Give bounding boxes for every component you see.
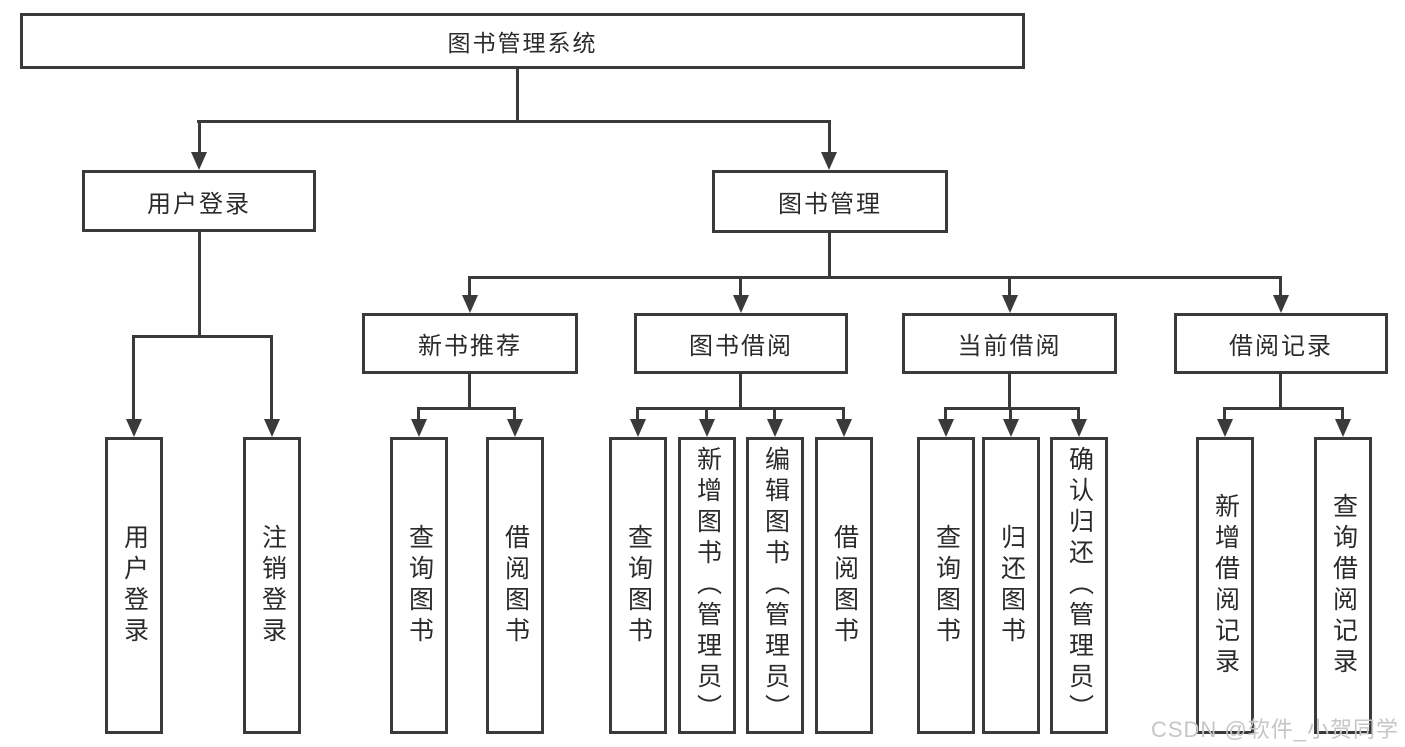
connector-user-login-stem bbox=[198, 232, 201, 335]
connector-current-borrow-stem bbox=[1008, 374, 1011, 407]
connector-level3-rail bbox=[468, 276, 1282, 279]
arrow-down-icon bbox=[1071, 419, 1087, 437]
arrow-down-icon bbox=[767, 419, 783, 437]
leaf-confirm-return-admin: 确认归还（管理员） bbox=[1050, 437, 1108, 734]
connector-drop-leaf bbox=[1008, 276, 1011, 297]
leaf-label: 借阅图书 bbox=[501, 523, 530, 648]
connector-book-borrow-rail bbox=[636, 407, 845, 410]
connector-drop-leaf bbox=[468, 276, 471, 297]
connector-level2-rail bbox=[197, 120, 831, 123]
leaf-label: 用户登录 bbox=[120, 523, 149, 648]
arrow-down-icon bbox=[462, 295, 478, 313]
connector-drop-leaf bbox=[1279, 276, 1282, 297]
node-borrowing-records: 借阅记录 bbox=[1174, 313, 1388, 374]
leaf-label: 新增图书（管理员） bbox=[693, 446, 722, 725]
connector-drop-leaf bbox=[1223, 407, 1226, 421]
connector-book-management-stem bbox=[828, 233, 831, 276]
watermark: CSDN @软件_小贺同学 bbox=[1150, 717, 1399, 742]
leaf-query-books-borrow: 查询图书 bbox=[609, 437, 667, 734]
arrow-down-icon bbox=[1217, 419, 1233, 437]
node-book-management: 图书管理 bbox=[712, 170, 948, 233]
arrow-down-icon bbox=[411, 419, 427, 437]
node-label: 借阅记录 bbox=[1229, 333, 1333, 360]
connector-current-borrow-rail bbox=[944, 407, 1080, 410]
leaf-return-books: 归还图书 bbox=[982, 437, 1040, 734]
node-label: 新书推荐 bbox=[418, 333, 522, 360]
arrow-down-icon bbox=[1002, 295, 1018, 313]
connector-book-borrow-stem bbox=[739, 374, 742, 407]
leaf-label: 确认归还（管理员） bbox=[1065, 446, 1094, 725]
connector-borrow-record-stem bbox=[1279, 374, 1282, 407]
connector-drop-leaf bbox=[636, 407, 639, 421]
connector-user-login-rail bbox=[132, 335, 273, 338]
arrow-down-icon bbox=[1335, 419, 1351, 437]
arrow-down-icon bbox=[821, 152, 837, 170]
arrow-down-icon bbox=[191, 152, 207, 170]
leaf-edit-books-admin: 编辑图书（管理员） bbox=[746, 437, 804, 734]
connector-borrow-record-rail bbox=[1223, 407, 1344, 410]
connector-drop-leaf bbox=[1341, 407, 1344, 421]
connector-drop-leaf bbox=[513, 407, 516, 421]
leaf-label: 查询图书 bbox=[624, 523, 653, 648]
leaf-borrow-books: 借阅图书 bbox=[815, 437, 873, 734]
leaf-borrow-books-recommend: 借阅图书 bbox=[486, 437, 544, 734]
connector-root-stem bbox=[516, 69, 519, 120]
connector-drop-book-management bbox=[828, 120, 831, 154]
leaf-label: 编辑图书（管理员） bbox=[761, 446, 790, 725]
leaf-label: 新增借阅记录 bbox=[1211, 492, 1240, 679]
arrow-down-icon bbox=[699, 419, 715, 437]
node-label: 当前借阅 bbox=[957, 333, 1062, 360]
leaf-label: 查询借阅记录 bbox=[1329, 492, 1358, 679]
leaf-query-borrow-record: 查询借阅记录 bbox=[1314, 437, 1372, 734]
connector-new-book-rail bbox=[417, 407, 516, 410]
connector-drop-leaf bbox=[132, 335, 135, 421]
leaf-label: 查询图书 bbox=[932, 523, 961, 648]
connector-drop-leaf bbox=[944, 407, 947, 421]
arrow-down-icon bbox=[1003, 419, 1019, 437]
leaf-label: 查询图书 bbox=[405, 523, 434, 648]
leaf-user-login: 用户登录 bbox=[105, 437, 163, 734]
node-label: 图书管理系统 bbox=[447, 30, 598, 56]
arrow-down-icon bbox=[938, 419, 954, 437]
connector-new-book-stem bbox=[468, 374, 471, 407]
node-label: 用户登录 bbox=[147, 190, 251, 218]
arrow-down-icon bbox=[733, 295, 749, 313]
node-current-borrowing: 当前借阅 bbox=[902, 313, 1117, 374]
connector-drop-leaf bbox=[417, 407, 420, 421]
connector-drop-leaf bbox=[1009, 407, 1012, 421]
connector-drop-leaf bbox=[773, 407, 776, 421]
arrow-down-icon bbox=[836, 419, 852, 437]
arrow-down-icon bbox=[264, 419, 280, 437]
arrow-down-icon bbox=[507, 419, 523, 437]
node-label: 图书管理 bbox=[778, 191, 882, 218]
arrow-down-icon bbox=[1273, 295, 1289, 313]
connector-drop-leaf bbox=[1077, 407, 1080, 421]
leaf-label: 归还图书 bbox=[997, 523, 1026, 648]
arrow-down-icon bbox=[630, 419, 646, 437]
leaf-add-borrow-record: 新增借阅记录 bbox=[1196, 437, 1254, 734]
connector-drop-leaf bbox=[739, 276, 742, 297]
node-label: 图书借阅 bbox=[689, 333, 793, 360]
arrow-down-icon bbox=[126, 419, 142, 437]
connector-drop-leaf bbox=[270, 335, 273, 421]
leaf-query-books-current: 查询图书 bbox=[917, 437, 975, 734]
node-user-login-module: 用户登录 bbox=[82, 170, 316, 232]
leaf-logout: 注销登录 bbox=[243, 437, 301, 734]
node-book-borrowing: 图书借阅 bbox=[634, 313, 848, 374]
leaf-label: 借阅图书 bbox=[830, 523, 859, 648]
connector-drop-leaf bbox=[842, 407, 845, 421]
node-new-book-recommendation: 新书推荐 bbox=[362, 313, 578, 374]
leaf-label: 注销登录 bbox=[258, 523, 287, 648]
connector-drop-user-login bbox=[198, 120, 201, 154]
leaf-query-books-recommend: 查询图书 bbox=[390, 437, 448, 734]
leaf-add-books-admin: 新增图书（管理员） bbox=[678, 437, 736, 734]
connector-drop-leaf bbox=[705, 407, 708, 421]
node-library-system: 图书管理系统 bbox=[20, 13, 1025, 69]
